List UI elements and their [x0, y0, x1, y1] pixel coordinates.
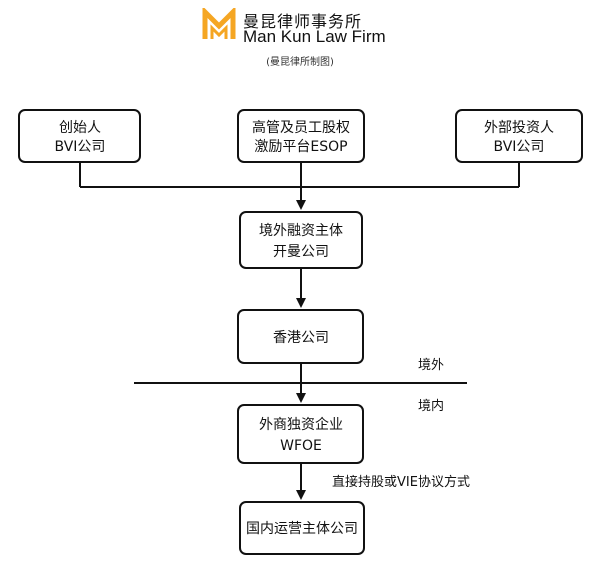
founder-line2: BVI公司	[55, 139, 106, 155]
domestic-entity-box: 国内运营主体公司	[239, 501, 365, 555]
border-inside-label: 境内	[418, 398, 444, 414]
hk-company-box: 香港公司	[237, 309, 364, 364]
domestic-entity-line1: 国内运营主体公司	[246, 521, 358, 537]
border-outside-label: 境外	[418, 358, 444, 373]
wfoe-box: 外商独资企业 WFOE	[237, 404, 364, 464]
control-method-label: 直接持股或VIE协议方式	[332, 474, 470, 490]
caption: (曼昆律所制图)	[266, 57, 334, 68]
esop-box: 高管及员工股权 激励平台ESOP	[237, 109, 365, 163]
brand-name-cn: 曼昆律师事务所	[243, 12, 363, 31]
investor-line2: BVI公司	[494, 139, 545, 155]
header: 曼昆律师事务所 Man Kun Law Firm (曼昆律所制图)	[0, 0, 600, 80]
offshore-entity-line1: 境外融资主体	[259, 223, 343, 239]
founder-line1: 创始人	[59, 120, 101, 136]
investor-line1: 外部投资人	[484, 120, 554, 136]
wfoe-line1: 外商独资企业	[259, 416, 343, 433]
esop-line1: 高管及员工股权	[252, 119, 350, 136]
wfoe-line2: WFOE	[280, 438, 322, 454]
hk-company-line1: 香港公司	[273, 330, 329, 346]
mk-logo-icon	[202, 8, 236, 39]
investor-box: 外部投资人 BVI公司	[455, 109, 583, 163]
offshore-entity-box: 境外融资主体 开曼公司	[239, 211, 363, 269]
brand-name-en: Man Kun Law Firm	[243, 27, 386, 46]
offshore-entity-line2: 开曼公司	[273, 244, 329, 260]
connectors	[79, 162, 520, 500]
founder-box: 创始人 BVI公司	[18, 109, 141, 163]
esop-line2: 激励平台ESOP	[254, 138, 347, 155]
